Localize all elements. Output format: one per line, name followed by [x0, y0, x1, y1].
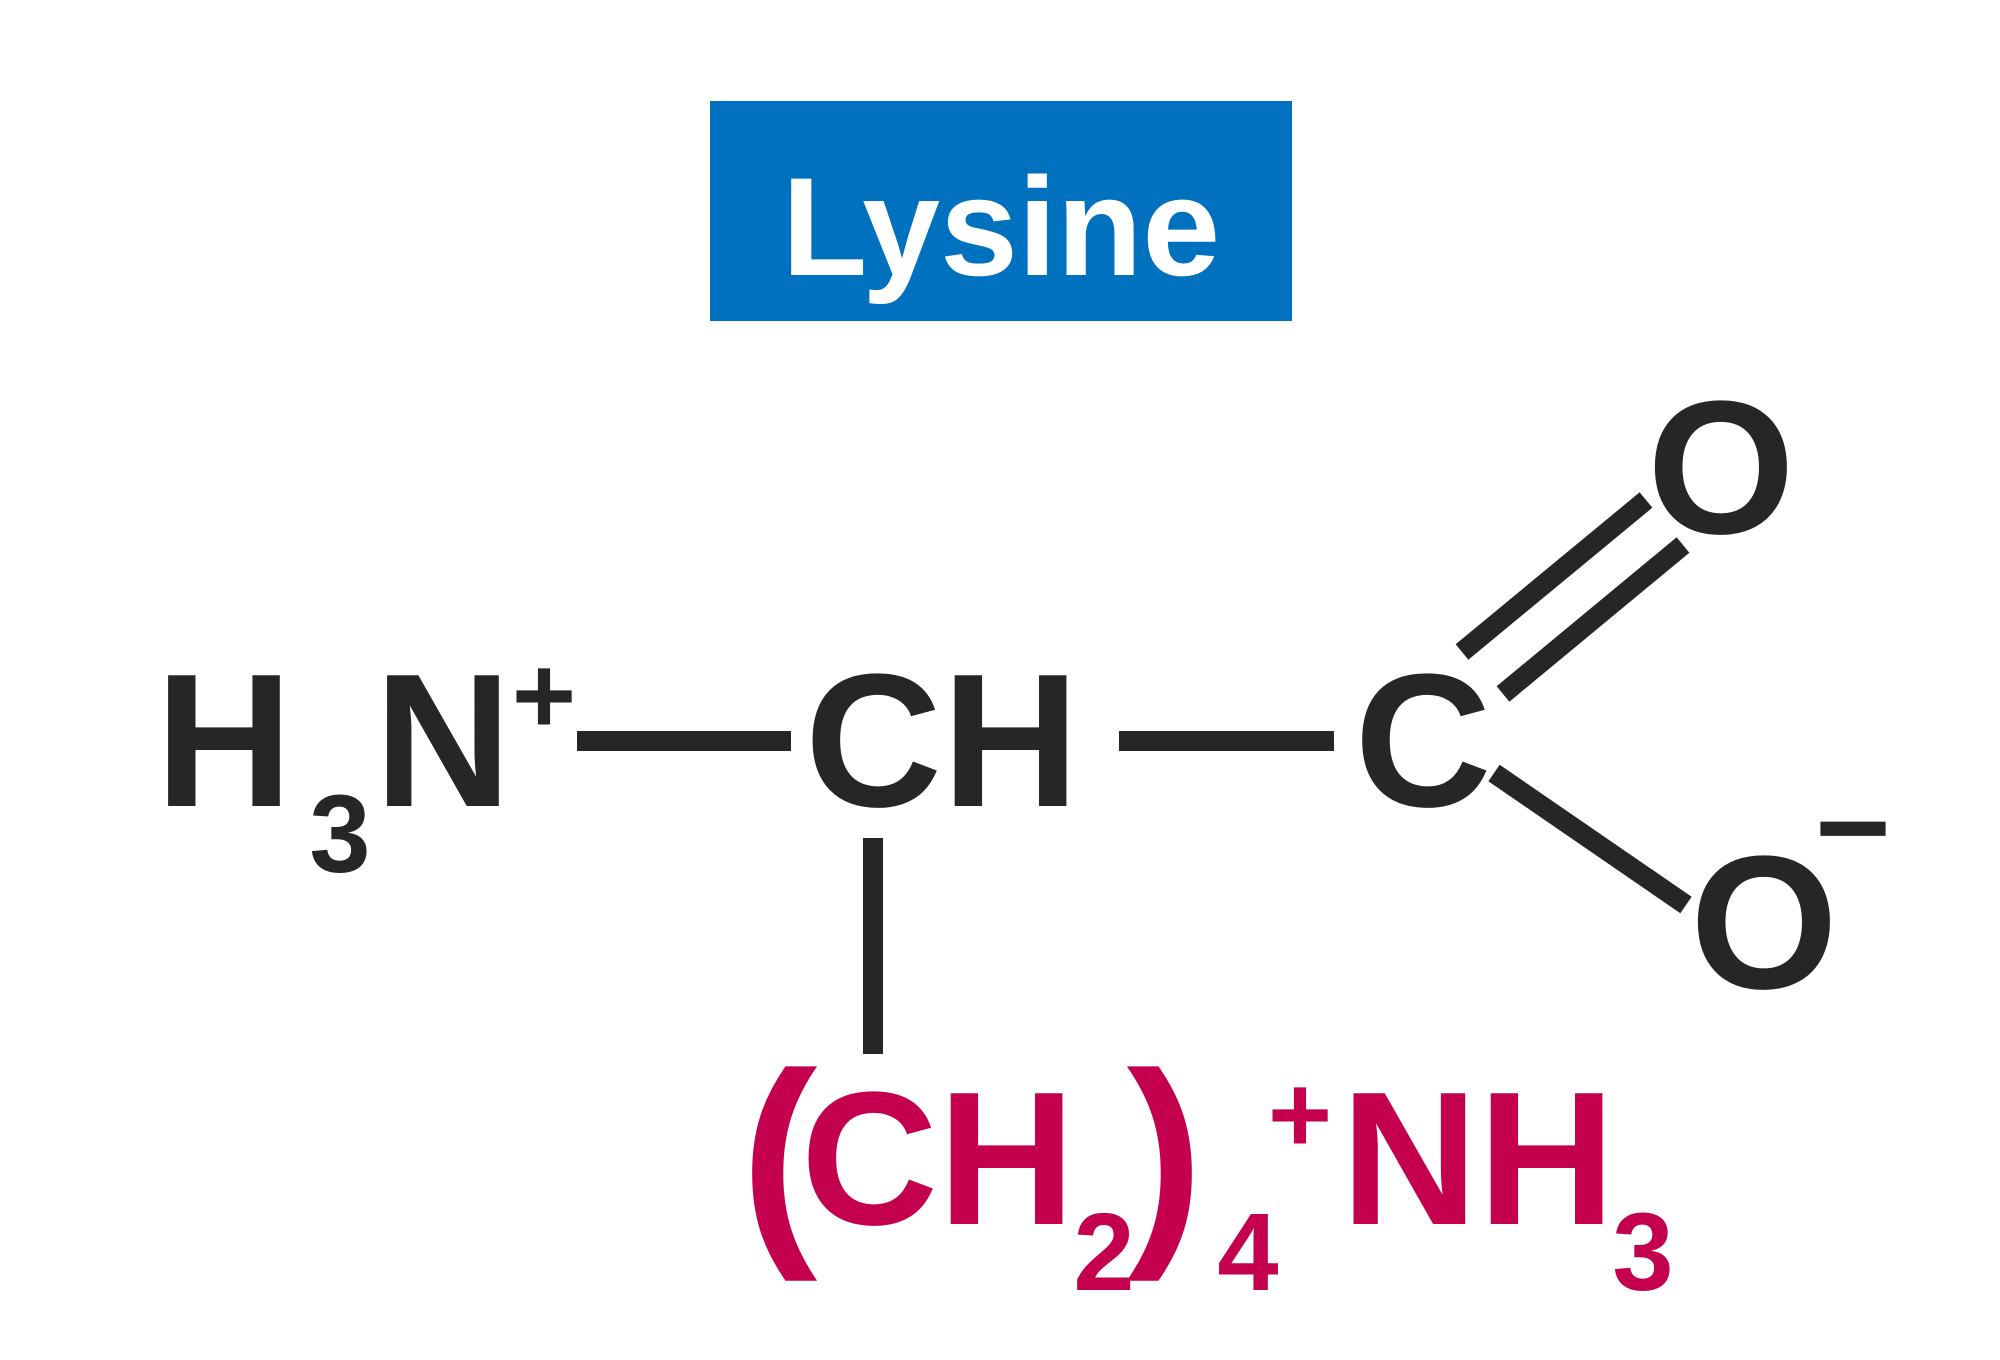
side-chain-open-paren: ( — [741, 1025, 818, 1282]
alpha-carbon-ch: CH — [805, 635, 1079, 847]
side-chain-nh-subscript: 3 — [1612, 1191, 1673, 1314]
side-chain-positive-charge: + — [1268, 1053, 1332, 1176]
amino-h-subscript: 3 — [309, 773, 370, 896]
carboxyl-carbon: C — [1354, 635, 1491, 847]
double-bond-upper-line — [1455, 492, 1653, 660]
side-chain: ( CH 2 ) 4 + NH 3 — [741, 1025, 1674, 1314]
carboxylate-negative-charge: − — [1815, 754, 1891, 900]
title-banner — [710, 101, 1292, 321]
carboxylate-oxygen: O — [1690, 817, 1838, 1029]
carbonyl-oxygen: O — [1647, 362, 1795, 574]
single-bond-to-carboxylate-oxygen — [1488, 764, 1692, 914]
title-text: Lysine — [782, 148, 1220, 305]
amino-positive-charge: + — [512, 634, 576, 757]
side-chain-repeat-count: 4 — [1217, 1191, 1278, 1314]
bonds — [577, 492, 1692, 1054]
side-chain-close-paren: ) — [1127, 1025, 1204, 1282]
side-chain-ch-subscript: 2 — [1073, 1191, 1134, 1314]
side-chain-ch-group: CH — [801, 1053, 1075, 1265]
side-chain-nh-group: NH — [1341, 1053, 1615, 1265]
amino-h-atom: H — [155, 635, 292, 847]
amino-n-atom: N — [374, 635, 511, 847]
double-bond-lower-line — [1496, 537, 1690, 702]
